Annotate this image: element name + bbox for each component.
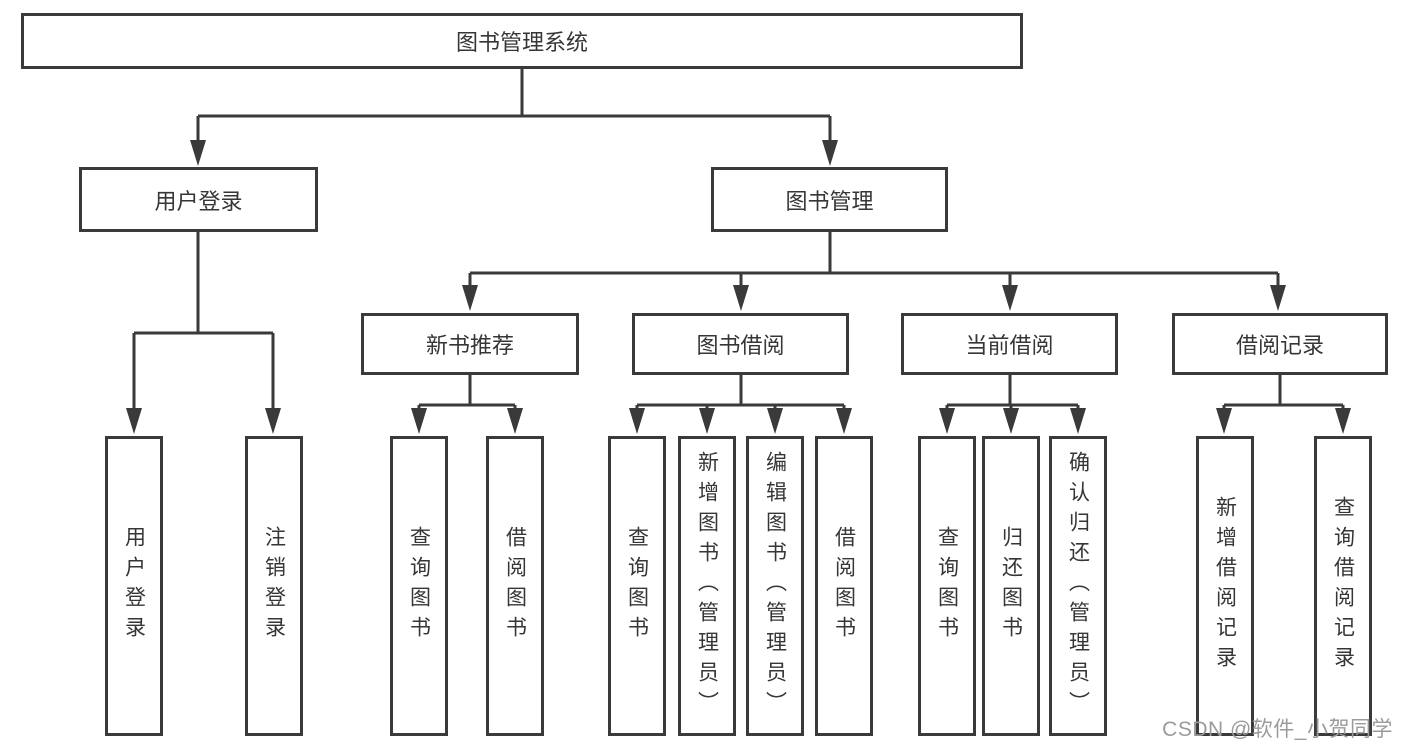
node-nb-query-books: 查询图书 <box>390 436 448 736</box>
connector-current-borrow-to-children <box>945 373 1080 412</box>
node-new-book-recommend-label: 新书推荐 <box>425 333 514 358</box>
node-current-borrowing: 当前借阅 <box>901 313 1118 375</box>
csdn-watermark: CSDN @软件_小贺同学 <box>1162 718 1393 741</box>
node-cb-confirm-return-admin: 确认归还（管理员） <box>1049 436 1107 736</box>
node-bb-borrow-books: 借阅图书 <box>815 436 873 736</box>
node-rec-add-record: 新增借阅记录 <box>1196 436 1254 736</box>
node-book-management: 图书管理 <box>711 167 948 232</box>
node-bb-edit-books-admin-label: 编辑图书（管理员） <box>763 451 787 721</box>
node-user-login-branch: 用户登录 <box>79 167 318 232</box>
node-cb-return-books: 归还图书 <box>982 436 1040 736</box>
node-bb-edit-books-admin: 编辑图书（管理员） <box>746 436 804 736</box>
node-borrowing-records-label: 借阅记录 <box>1235 333 1324 358</box>
connector-book-mgmt-to-level3 <box>468 230 1280 289</box>
node-bb-add-books-admin: 新增图书（管理员） <box>678 436 736 736</box>
node-system-root-label: 图书管理系统 <box>455 30 588 55</box>
node-cb-query-books: 查询图书 <box>918 436 976 736</box>
node-cb-query-books-label: 查询图书 <box>935 526 959 646</box>
arrowheads <box>126 140 1351 434</box>
node-bb-borrow-books-label: 借阅图书 <box>832 526 856 646</box>
node-user-login-leaf-label: 用户登录 <box>122 526 146 646</box>
node-cb-confirm-return-admin-label: 确认归还（管理员） <box>1066 451 1090 721</box>
node-cb-return-books-label: 归还图书 <box>999 526 1023 646</box>
node-rec-query-record-label: 查询借阅记录 <box>1331 496 1355 676</box>
node-book-borrowing-label: 图书借阅 <box>696 333 785 358</box>
node-bb-add-books-admin-label: 新增图书（管理员） <box>695 451 719 721</box>
node-nb-borrow-books-label: 借阅图书 <box>503 526 527 646</box>
node-rec-add-record-label: 新增借阅记录 <box>1213 496 1237 676</box>
node-nb-query-books-label: 查询图书 <box>407 526 431 646</box>
node-rec-query-record: 查询借阅记录 <box>1314 436 1372 736</box>
node-nb-borrow-books: 借阅图书 <box>486 436 544 736</box>
node-borrowing-records: 借阅记录 <box>1172 313 1388 375</box>
connector-user-login-to-children <box>132 230 275 408</box>
node-bb-query-books: 查询图书 <box>608 436 666 736</box>
connector-root-to-level2 <box>196 67 832 142</box>
node-new-book-recommend: 新书推荐 <box>361 313 579 375</box>
connector-book-borrow-to-children <box>635 373 846 412</box>
connector-new-book-to-children <box>417 373 517 412</box>
node-book-management-label: 图书管理 <box>785 188 874 214</box>
node-logout-label: 注销登录 <box>262 526 286 646</box>
node-current-borrowing-label: 当前借阅 <box>965 333 1054 358</box>
node-book-borrowing: 图书借阅 <box>632 313 849 375</box>
node-user-login-leaf: 用户登录 <box>105 436 163 736</box>
node-bb-query-books-label: 查询图书 <box>625 526 649 646</box>
node-logout: 注销登录 <box>245 436 303 736</box>
connector-records-to-children <box>1222 373 1345 412</box>
node-system-root: 图书管理系统 <box>21 13 1023 69</box>
node-user-login-branch-label: 用户登录 <box>154 188 243 214</box>
